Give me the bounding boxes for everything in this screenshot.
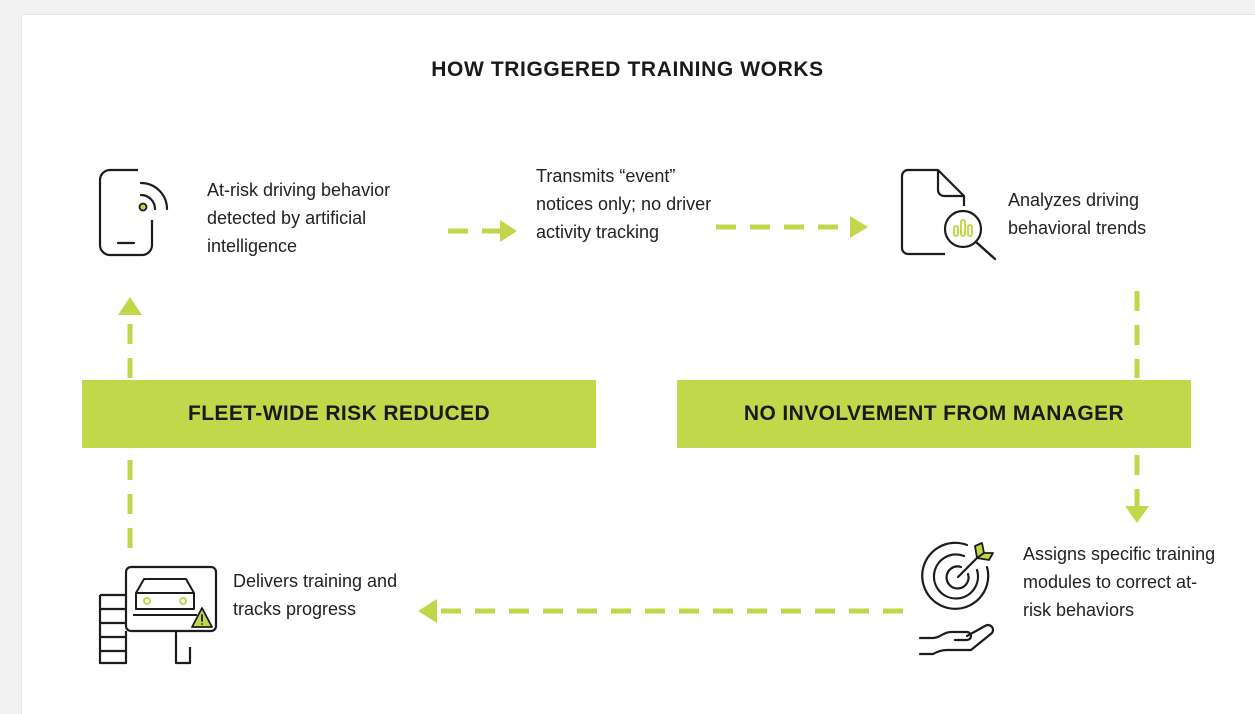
step-transmit-text: Transmits “event” notices only; no drive… [536, 166, 712, 242]
step-deliver-text: Delivers training and tracks progress [233, 571, 398, 619]
target-hand-icon [918, 541, 995, 656]
diagram-card [22, 15, 1255, 714]
training-screen-icon [98, 565, 218, 665]
diagram-title: HOW TRIGGERED TRAINING WORKS [431, 58, 824, 81]
arrow-assign-to-deliver [418, 599, 903, 623]
arrow-detect-to-transmit [448, 220, 517, 242]
arrow-transmit-to-analyze [716, 216, 868, 238]
step-analyze-text: Analyzes driving behavioral trends [1008, 190, 1147, 238]
step-detect-text: At-risk driving behavior detected by art… [207, 180, 391, 256]
arrow-analyze-to-assign [1125, 291, 1149, 523]
step-assign-text: Assigns specific training modules to cor… [1023, 544, 1216, 620]
banner-fleet-wide-risk-reduced: FLEET-WIDE RISK REDUCED [82, 380, 596, 448]
document-analysis-icon [900, 168, 997, 261]
banner-no-manager-involvement: NO INVOLVEMENT FROM MANAGER [677, 380, 1191, 448]
arrow-deliver-to-detect [118, 297, 142, 548]
phone-signal-icon [98, 168, 169, 257]
